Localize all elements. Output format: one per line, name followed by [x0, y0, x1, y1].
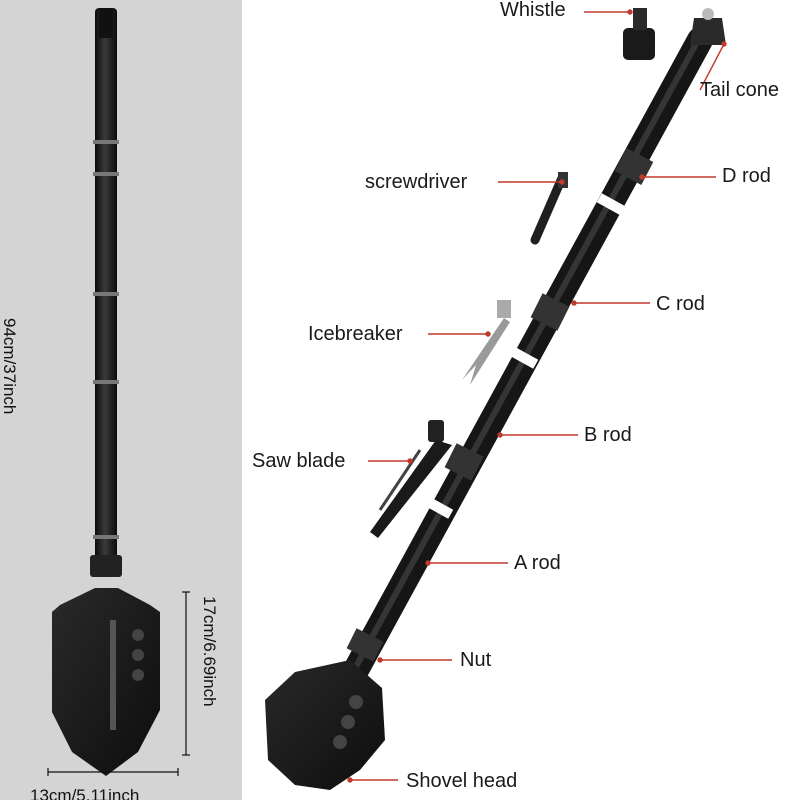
- whistle: [623, 8, 655, 60]
- screwdriver-label: screwdriver: [365, 171, 468, 193]
- icebreaker-label: Icebreaker: [308, 323, 403, 345]
- head-width-label: 13cm/5.11inch: [30, 786, 140, 800]
- b-rod-label: B rod: [584, 424, 632, 446]
- d-rod-label: D rod: [722, 165, 771, 187]
- tail-cone: [690, 8, 726, 45]
- whistle-label: Whistle: [500, 0, 566, 21]
- c-rod-label: C rod: [656, 293, 705, 315]
- a-rod-label: A rod: [514, 552, 561, 574]
- head-height-label: 17cm/6.69inch: [200, 596, 219, 707]
- leader-lines: [347, 9, 727, 783]
- assembled-handle: [95, 8, 117, 573]
- nut-label: Nut: [460, 649, 492, 671]
- exploded-shovel-head: [265, 660, 385, 790]
- shovel-head-label: Shovel head: [406, 770, 518, 792]
- tail-cone-label: Tail cone: [700, 79, 779, 101]
- assembled-shovel: [52, 8, 160, 776]
- saw-blade-label: Saw blade: [252, 450, 346, 472]
- icebreaker: [462, 300, 511, 385]
- total-length-label: 94cm/37inch: [0, 318, 19, 415]
- saw-blade: [370, 420, 452, 538]
- exploded-shovel: [265, 8, 726, 790]
- dimension-lines: [47, 591, 190, 776]
- assembled-shovel-head: [52, 588, 160, 776]
